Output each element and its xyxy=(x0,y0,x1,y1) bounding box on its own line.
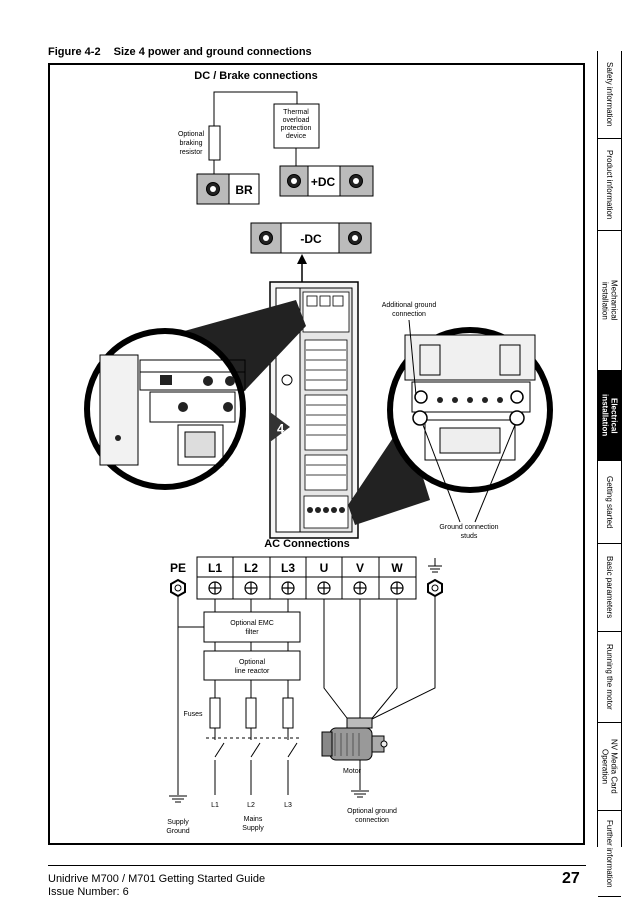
footer-rule xyxy=(48,865,586,866)
terminal-l1: L1 xyxy=(208,561,222,575)
terminal-l3: L3 xyxy=(281,561,295,575)
fuses xyxy=(209,697,294,729)
ac-terminal-strip: PE L1 L2 L3 U V W xyxy=(170,556,417,600)
left-zoom-inset xyxy=(84,328,246,490)
thermal-device xyxy=(273,103,320,149)
tab-basic-parameters[interactable]: Basic parameters xyxy=(598,544,621,632)
tab-label: Basic parameters xyxy=(605,556,614,619)
braking-resistor xyxy=(208,125,221,161)
motor-ground-symbol xyxy=(351,790,369,798)
line-reactor-box xyxy=(203,650,301,681)
supply-l3: L3 xyxy=(284,802,292,809)
figure-title: Size 4 power and ground connections xyxy=(113,46,312,58)
page-number: 27 xyxy=(562,870,580,887)
right-zoom-inset xyxy=(387,327,553,493)
fuses-label: Fuses xyxy=(183,711,203,718)
tab-product-information[interactable]: Product information xyxy=(598,139,621,231)
tab-label: Running the motor xyxy=(605,644,614,710)
drive-badge: 4 xyxy=(277,421,285,436)
emc-filter-box xyxy=(203,611,301,643)
dc-section-title: DC / Brake connections xyxy=(194,70,317,82)
supply-l2: L2 xyxy=(247,802,255,809)
terminal-u: U xyxy=(320,561,329,575)
section-sidebar: Safety information Product information M… xyxy=(597,51,622,897)
tab-getting-started[interactable]: Getting started xyxy=(598,461,621,544)
figure-frame xyxy=(48,63,585,845)
footer: Unidrive M700 / M701 Getting Started Gui… xyxy=(48,873,265,899)
tab-running-the-motor[interactable]: Running the motor xyxy=(598,632,621,723)
issue-number: Issue Number: 6 xyxy=(48,886,129,898)
tab-electrical-installation[interactable]: Electrical installation xyxy=(598,371,621,461)
tab-nv-media-card[interactable]: NV Media Card Operation xyxy=(598,723,621,811)
tab-further-information[interactable]: Further information xyxy=(598,811,621,897)
figure-caption: Figure 4-2 Size 4 power and ground conne… xyxy=(48,46,322,58)
motor-symbol xyxy=(321,717,388,761)
tab-label: Mechanical installation xyxy=(600,280,619,321)
terminal-w: W xyxy=(391,561,403,575)
plus-dc-terminal: +DC xyxy=(279,165,374,197)
tab-mechanical-installation[interactable]: Mechanical installation xyxy=(598,231,621,371)
earth-symbol-terminal xyxy=(428,558,442,573)
tab-label: Electrical installation xyxy=(600,394,619,437)
tab-label: NV Media Card Operation xyxy=(600,739,619,794)
plus-dc-label: +DC xyxy=(311,175,336,189)
tab-safety-information[interactable]: Safety information xyxy=(598,51,621,139)
motor-label: Motor xyxy=(343,768,362,775)
tab-label: Getting started xyxy=(605,475,614,529)
br-terminal-label: BR xyxy=(235,183,253,197)
minus-dc-label: -DC xyxy=(300,232,322,246)
terminal-l2: L2 xyxy=(244,561,258,575)
tab-label: Further information xyxy=(605,819,614,888)
guide-title: Unidrive M700 / M701 Getting Started Gui… xyxy=(48,873,266,885)
tab-label: Product information xyxy=(605,149,614,220)
supply-ground-symbol xyxy=(169,795,187,803)
minus-dc-terminal: -DC xyxy=(250,222,372,254)
figure-number: Figure 4-2 xyxy=(48,46,101,58)
tab-label: Safety information xyxy=(605,62,614,127)
supply-l1: L1 xyxy=(211,802,219,809)
terminal-v: V xyxy=(356,561,364,575)
ac-section-title: AC Connections xyxy=(264,538,350,550)
terminal-pe: PE xyxy=(170,561,186,575)
br-terminal: BR xyxy=(196,173,260,205)
